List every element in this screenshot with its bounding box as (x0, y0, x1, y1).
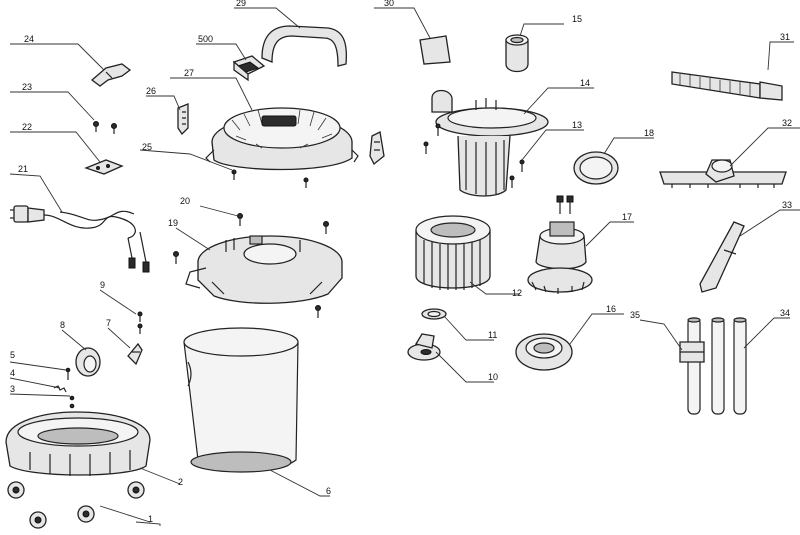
part-17-motor (527, 195, 593, 294)
callout-33: 33 (782, 200, 792, 210)
part-19-housing-base (185, 235, 343, 304)
part-21-power-cord (10, 205, 150, 273)
part-9-screws (137, 311, 143, 334)
part-10-float (407, 333, 441, 361)
callout-2: 2 (178, 477, 183, 487)
callout-34: 34 (780, 308, 790, 318)
part-8-cover (75, 347, 101, 377)
part-7-clip (127, 342, 143, 366)
callout-21: 21 (18, 164, 28, 174)
callout-17: 17 (622, 212, 632, 222)
part-4-spring (53, 385, 67, 393)
part-32-floor-nozzle (659, 159, 787, 188)
part-11-gasket (421, 308, 447, 320)
callout-labels: 1 2 3 4 5 6 7 8 9 10 11 12 13 14 15 16 1… (10, 0, 792, 524)
part-29-handle (261, 25, 348, 67)
part-20-screws (173, 213, 329, 318)
part-26-latch (177, 103, 189, 136)
part-12-cartridge-filter (415, 215, 491, 290)
part-23-screws (93, 121, 117, 134)
part-25-screws (231, 169, 309, 188)
callout-30: 30 (384, 0, 394, 8)
part-18-ring (573, 151, 619, 185)
part-27-head-cover (205, 107, 359, 171)
part-33-crevice-tool (699, 221, 745, 293)
callout-1: 1 (148, 514, 153, 524)
part-31-hose (671, 71, 783, 101)
callout-22: 22 (22, 122, 32, 132)
part-5-screw (65, 367, 71, 380)
callout-5: 5 (10, 350, 15, 360)
part-26b-latch (369, 131, 385, 166)
callout-25: 25 (142, 142, 152, 152)
part-2-base (5, 411, 151, 476)
part-30-label (419, 35, 451, 65)
callout-20: 20 (180, 196, 190, 206)
callout-9: 9 (100, 280, 105, 290)
leader-lines (9, 7, 800, 526)
callout-15: 15 (572, 14, 582, 24)
callout-14: 14 (580, 78, 590, 88)
part-35-adapter (679, 341, 705, 363)
callout-4: 4 (10, 368, 15, 378)
part-6-tank (183, 327, 299, 473)
callout-27: 27 (184, 68, 194, 78)
callout-12: 12 (512, 288, 522, 298)
callout-11: 11 (488, 330, 497, 340)
callout-16: 16 (606, 304, 616, 314)
callout-500: 500 (198, 34, 213, 44)
part-500-switch (232, 55, 266, 82)
part-16-motor-cap (515, 333, 573, 371)
callout-7: 7 (106, 318, 111, 328)
part-1-casters (7, 481, 145, 529)
callout-23: 23 (22, 82, 32, 92)
part-24-clip (90, 63, 132, 87)
part-22-bracket (84, 159, 124, 175)
callout-26: 26 (146, 86, 156, 96)
callout-13: 13 (572, 120, 582, 130)
part-34-extension-tubes (687, 317, 747, 415)
callout-35: 35 (630, 310, 640, 320)
callout-24: 24 (24, 34, 34, 44)
callout-18: 18 (644, 128, 654, 138)
callout-32: 32 (782, 118, 792, 128)
callout-6: 6 (326, 486, 331, 496)
part-14-filter-cage (431, 89, 549, 197)
part-15-filter-sponge (505, 34, 529, 73)
callout-8: 8 (60, 320, 65, 330)
callout-10: 10 (488, 372, 498, 382)
callout-19: 19 (168, 218, 178, 228)
callout-31: 31 (780, 32, 790, 42)
part-13-screws (423, 123, 525, 188)
part-3-screws (69, 395, 75, 409)
callout-3: 3 (10, 384, 15, 394)
callout-29: 29 (236, 0, 246, 8)
